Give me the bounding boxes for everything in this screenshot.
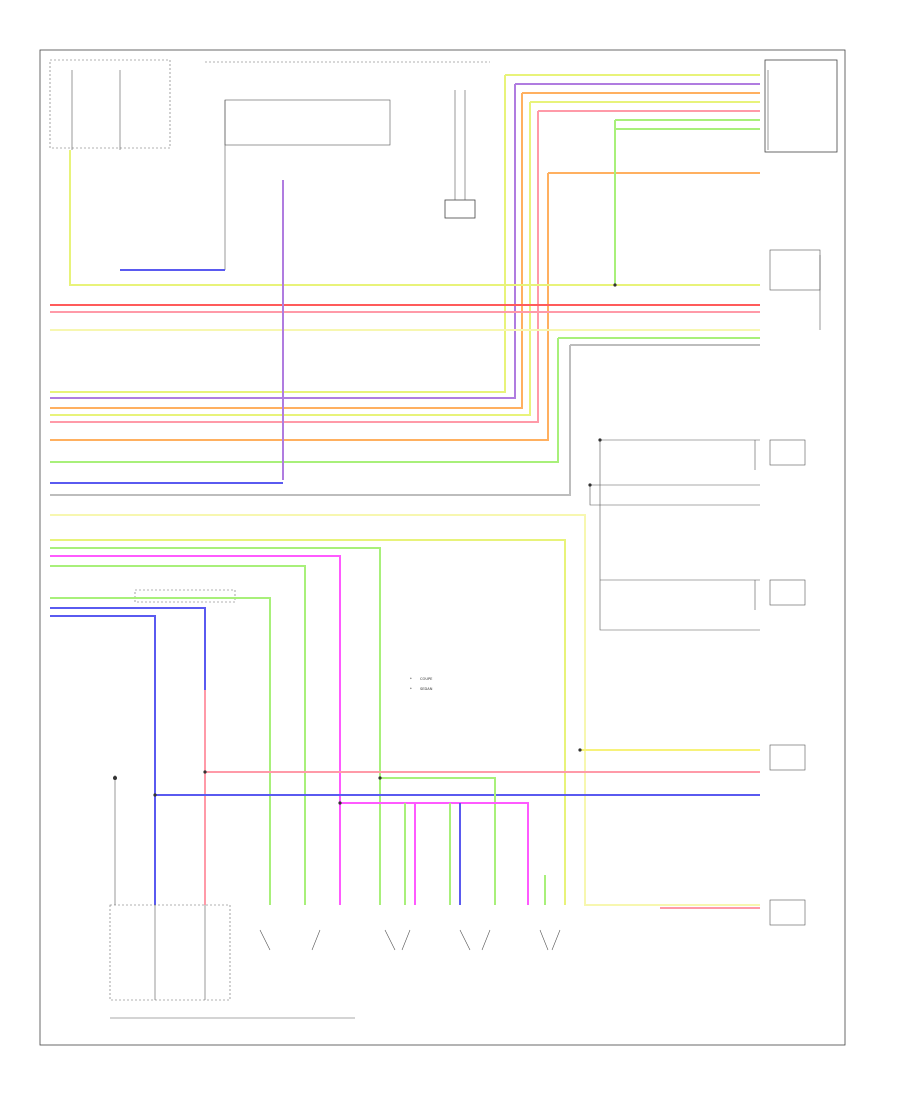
wire-green-566 <box>50 565 306 905</box>
ground-left <box>113 775 117 905</box>
wire-green-548 <box>50 547 381 905</box>
switch-center-top <box>444 90 476 219</box>
wire-junction-dots <box>153 283 617 805</box>
door-switch-wires <box>404 803 546 905</box>
diagram-frame <box>39 49 846 1046</box>
wire-yellow-green-540 <box>50 539 566 905</box>
legend: * COUPE * SEDAN <box>410 677 433 691</box>
wire-green-778 <box>380 777 496 905</box>
bottom-switch-box <box>109 904 355 1019</box>
wire-risers <box>50 75 559 463</box>
wire-yellow-green-285 <box>69 150 760 286</box>
connector-lower <box>134 589 236 603</box>
fuse-block-left <box>49 59 171 150</box>
wires-top-right <box>505 74 760 130</box>
right-components <box>769 249 821 926</box>
wire-magenta-556 <box>50 555 341 905</box>
right-switch-wires <box>50 345 760 631</box>
wire-pale-yellow-515 <box>50 514 760 906</box>
connector-block-right <box>764 59 838 153</box>
wire-magenta-803 <box>340 802 529 905</box>
legend-label-sedan: SEDAN <box>420 687 433 691</box>
legend-marker-1: * <box>410 677 412 681</box>
wire-blue-616 <box>50 615 156 905</box>
legend-marker-2: * <box>410 687 412 691</box>
legend-label-coupe: COUPE <box>420 677 433 681</box>
wire-blue-608 <box>50 607 206 795</box>
door-switches-bottom <box>259 929 561 951</box>
combination-meter <box>205 61 490 270</box>
wire-green-vert-270 <box>50 597 271 905</box>
